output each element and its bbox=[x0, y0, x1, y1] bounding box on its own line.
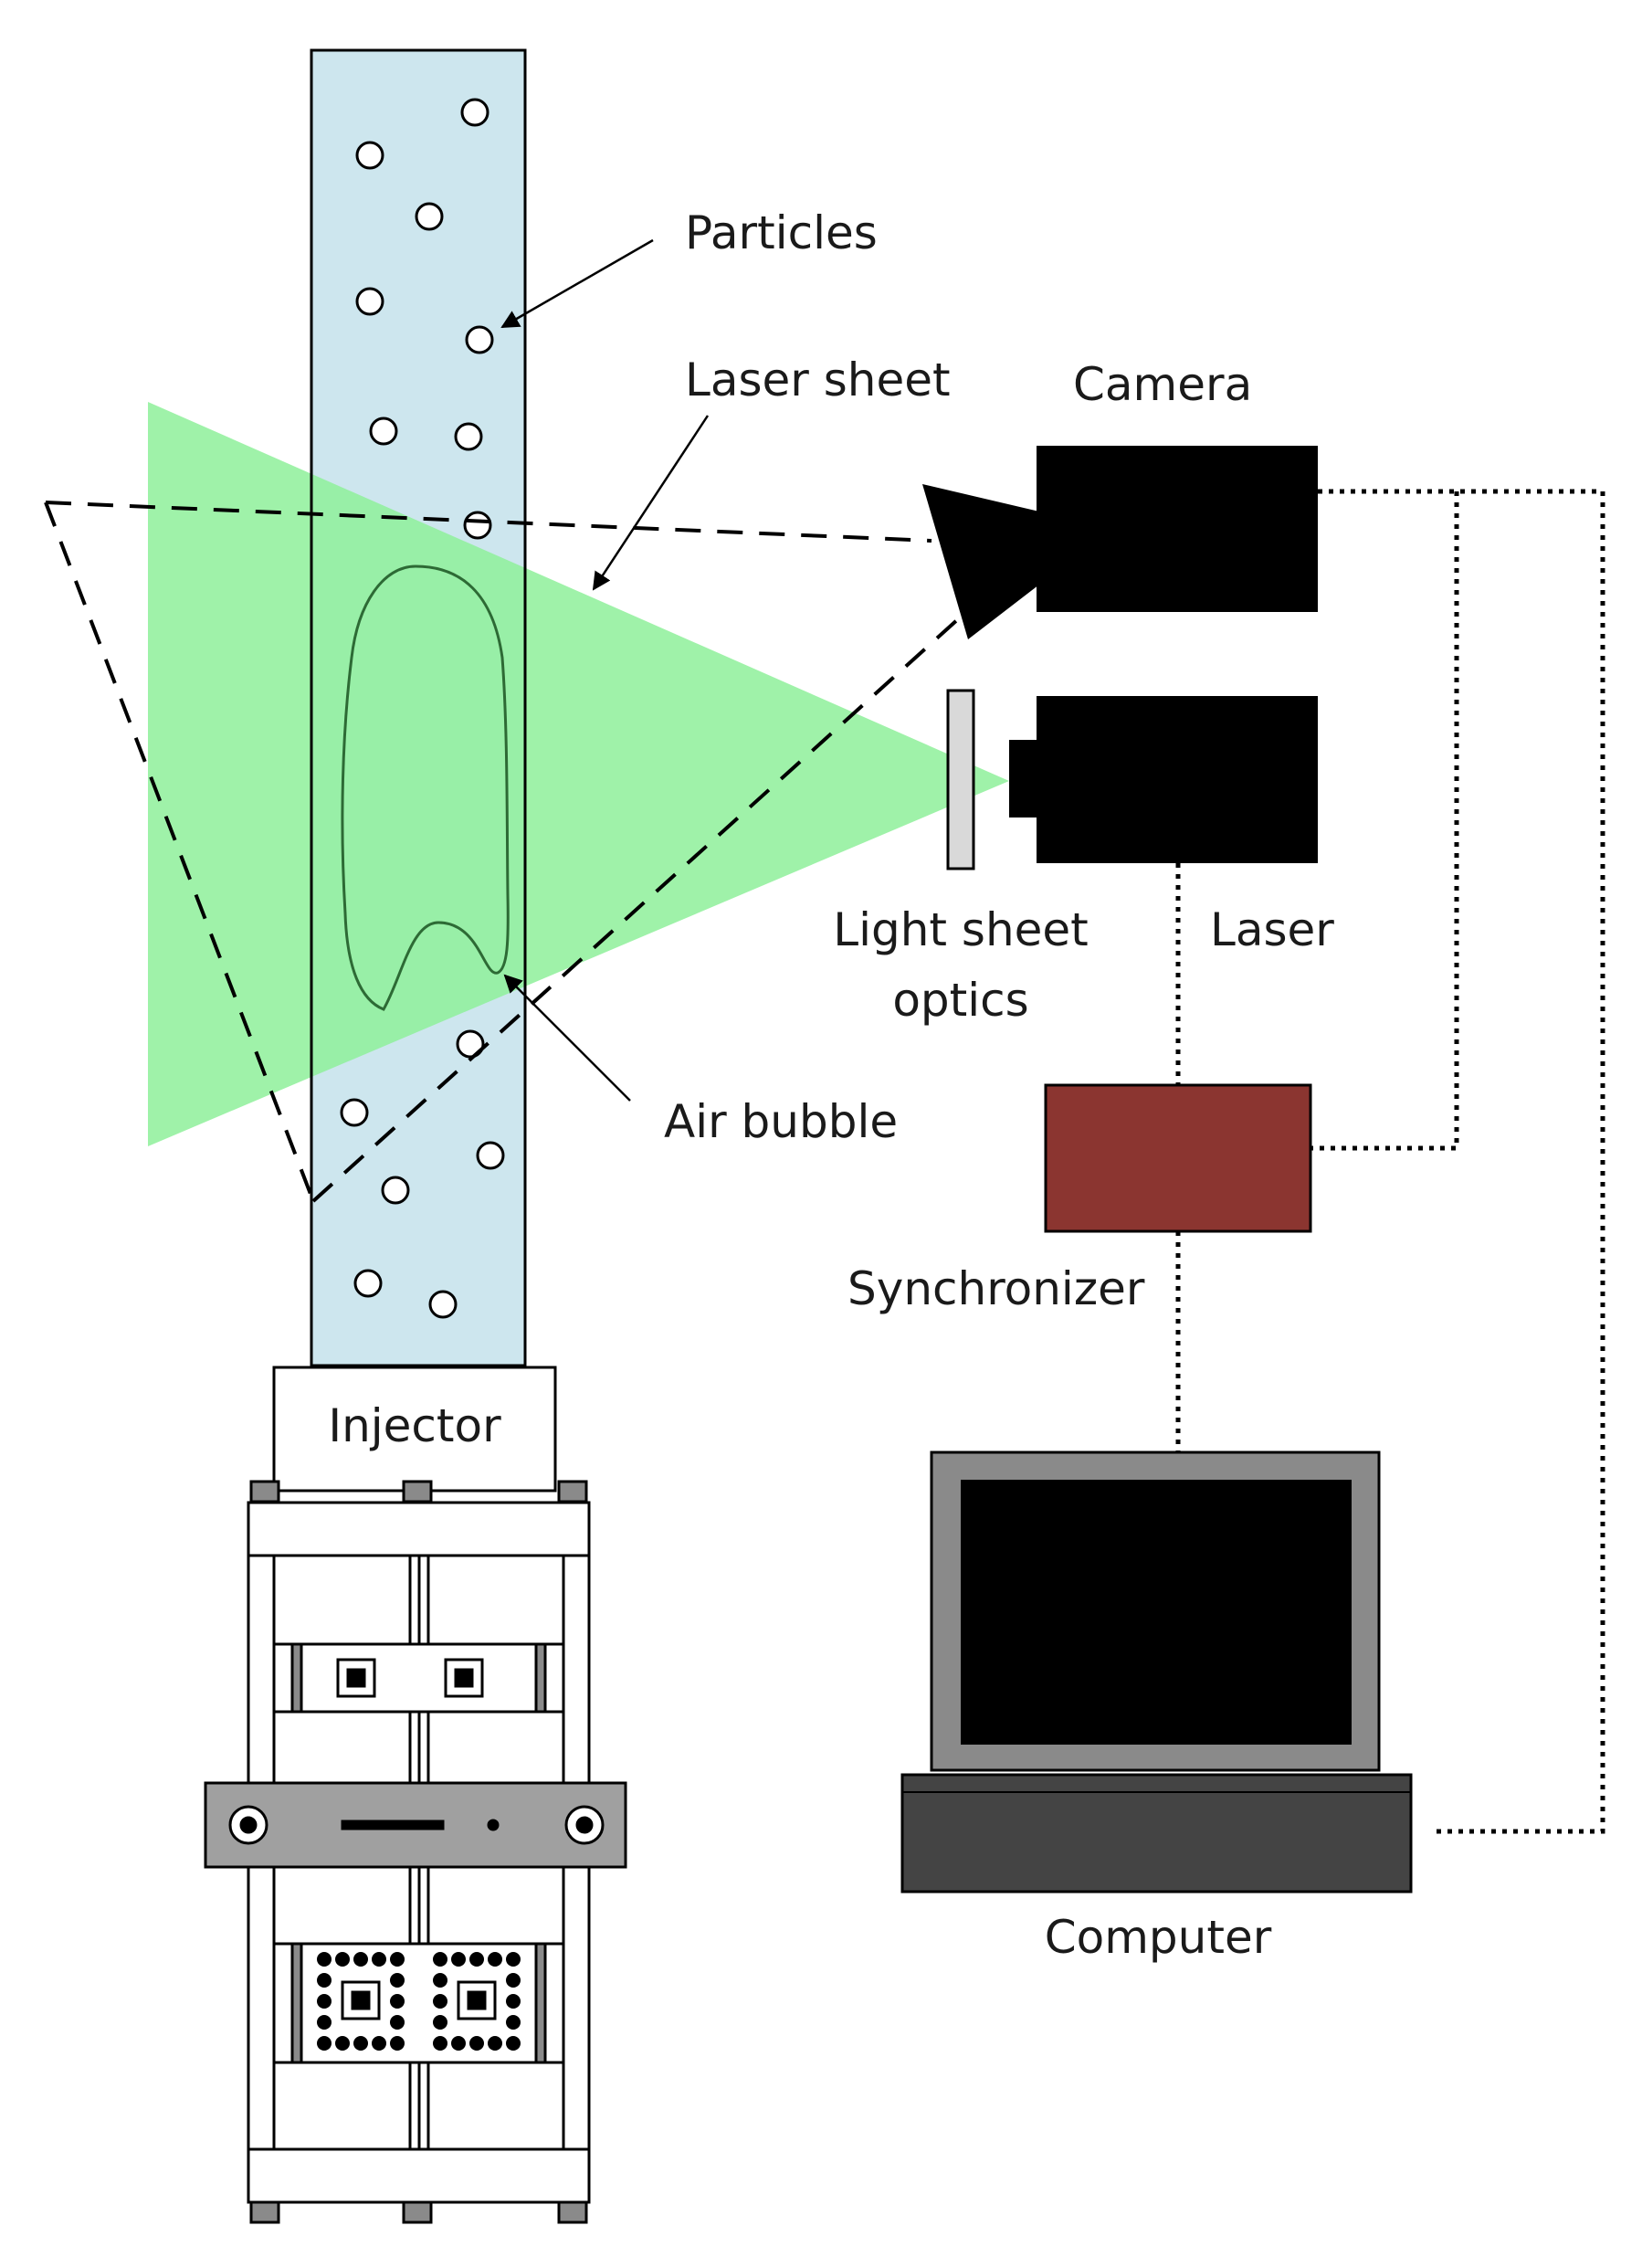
particle bbox=[355, 141, 384, 170]
synchronizer bbox=[1044, 1083, 1312, 1233]
computer bbox=[900, 1450, 1413, 1894]
particle bbox=[428, 1290, 458, 1319]
particle bbox=[476, 1141, 505, 1170]
particle bbox=[460, 98, 489, 127]
particles bbox=[340, 98, 505, 1319]
frame-top-plate bbox=[247, 1501, 591, 1557]
label-light-sheet-optics-line2: optics bbox=[892, 974, 1028, 1027]
laser-body bbox=[1037, 696, 1318, 863]
frame-bottom-plate bbox=[247, 2147, 591, 2204]
particle bbox=[381, 1176, 410, 1205]
particle bbox=[415, 202, 444, 231]
computer-base bbox=[900, 1773, 1413, 1894]
laser-aperture bbox=[1009, 740, 1038, 818]
particle bbox=[355, 287, 384, 316]
injector bbox=[272, 1366, 557, 1493]
light-sheet-optics bbox=[946, 689, 975, 870]
label-computer: Computer bbox=[1045, 1911, 1272, 1964]
laser-sheet-arrow bbox=[592, 415, 710, 591]
injector-assembly bbox=[204, 1366, 627, 2224]
particle bbox=[454, 422, 483, 451]
air-bubble-arrow bbox=[503, 974, 631, 1102]
laser bbox=[1009, 696, 1318, 863]
camera-lens bbox=[922, 484, 1039, 639]
pointer-arrows bbox=[500, 238, 710, 1102]
label-camera: Camera bbox=[1073, 358, 1252, 411]
signal-cables bbox=[1175, 489, 1605, 1834]
camera bbox=[922, 446, 1318, 639]
particles-arrow bbox=[500, 238, 654, 329]
label-light-sheet-optics-line1: Light sheet bbox=[833, 903, 1089, 956]
cable-camera-computer bbox=[1318, 489, 1605, 1834]
label-injector: Injector bbox=[328, 1399, 501, 1452]
label-particles: Particles bbox=[685, 206, 878, 259]
camera-body bbox=[1037, 446, 1318, 612]
camera-field-of-view bbox=[44, 501, 970, 1203]
hole-pattern-left bbox=[317, 1952, 405, 2051]
air-bubble bbox=[341, 564, 510, 1011]
label-laser-sheet: Laser sheet bbox=[685, 353, 951, 406]
particle bbox=[369, 417, 398, 446]
particle bbox=[465, 325, 494, 354]
label-air-bubble: Air bubble bbox=[664, 1095, 898, 1148]
particle bbox=[353, 1269, 383, 1298]
particle bbox=[456, 1029, 485, 1059]
label-synchronizer: Synchronizer bbox=[847, 1262, 1145, 1315]
label-laser: Laser bbox=[1210, 903, 1334, 956]
cable-camera-synchronizer bbox=[1310, 491, 1459, 1151]
particle bbox=[340, 1098, 369, 1127]
laser-sheet bbox=[148, 402, 1009, 1146]
particle bbox=[463, 511, 492, 540]
monitor-screen bbox=[961, 1480, 1352, 1745]
hole-pattern-right bbox=[433, 1952, 521, 2051]
